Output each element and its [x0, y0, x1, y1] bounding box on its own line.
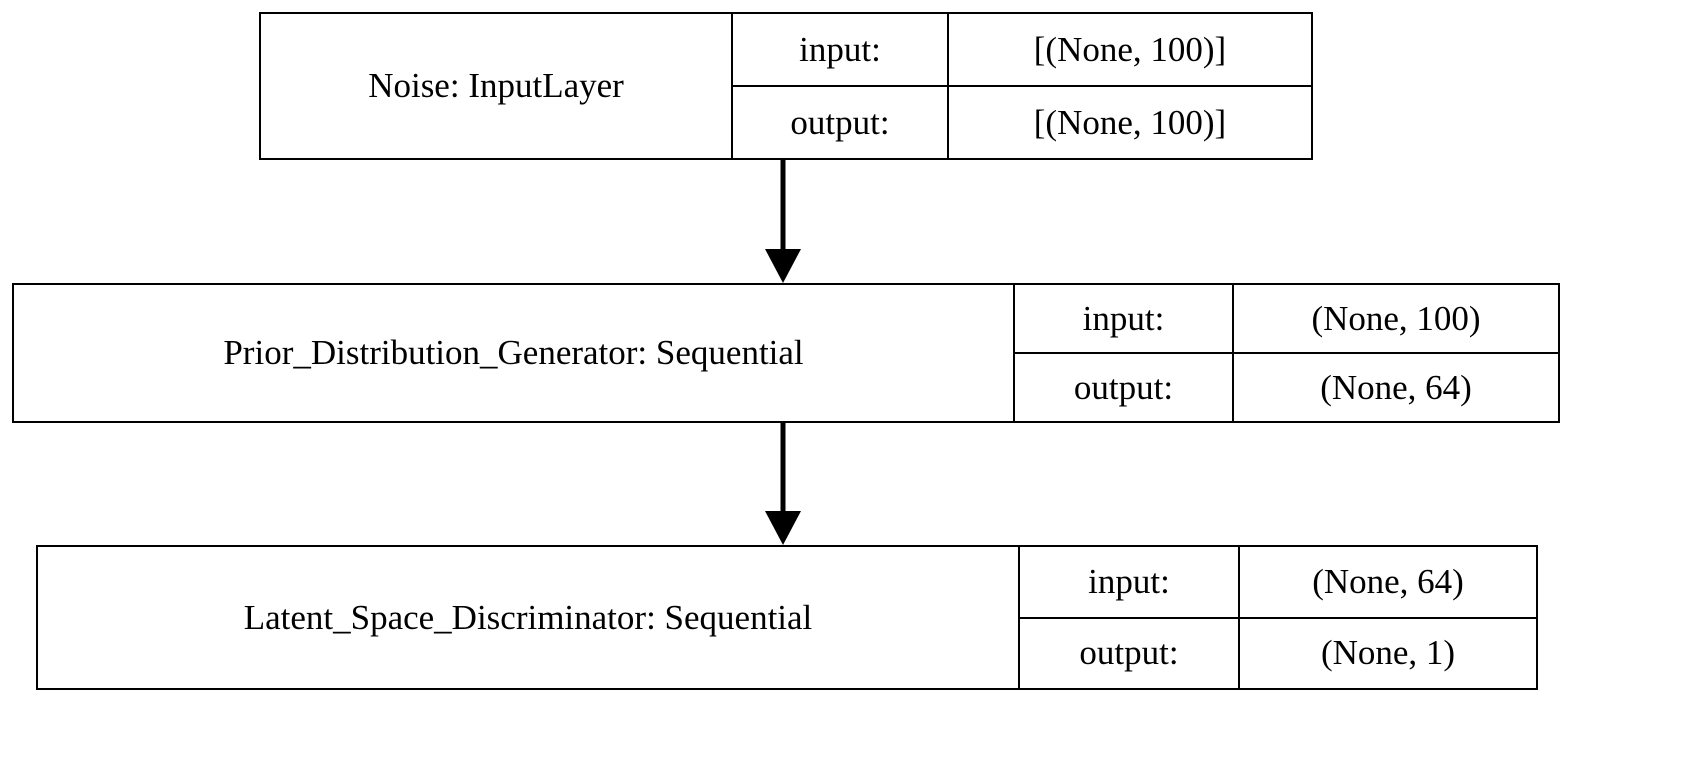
- node-latent-space-discriminator-output-row: output: (None, 1): [1020, 618, 1536, 688]
- edge-noise-to-generator: [765, 160, 801, 283]
- node-noise-output-row: output: [(None, 100)]: [733, 87, 1311, 158]
- node-prior-distribution-generator-label: Prior_Distribution_Generator: Sequential: [223, 333, 804, 372]
- node-prior-distribution-generator[interactable]: Prior_Distribution_Generator: Sequential…: [12, 283, 1560, 423]
- edge-generator-to-discriminator: [765, 423, 801, 545]
- node-prior-distribution-generator-input-shape: (None, 100): [1311, 298, 1481, 338]
- node-noise-io-table: input: [(None, 100)] output: [(None, 100…: [731, 14, 1311, 158]
- node-latent-space-discriminator-label: Latent_Space_Discriminator: Sequential: [243, 597, 813, 637]
- node-noise[interactable]: Noise: InputLayer input: [(None, 100)] o…: [259, 12, 1313, 160]
- node-noise-input-row: input: [(None, 100)]: [733, 14, 1311, 87]
- node-latent-space-discriminator-io-table: input: (None, 64) output: (None, 1): [1018, 547, 1536, 688]
- node-prior-distribution-generator-output-row: output: (None, 64): [1015, 354, 1558, 421]
- node-prior-distribution-generator-input-row: input: (None, 100): [1015, 285, 1558, 354]
- node-prior-distribution-generator-io-table: input: (None, 100) output: (None, 64): [1013, 285, 1558, 421]
- node-prior-distribution-generator-output-label: output:: [1015, 354, 1234, 421]
- node-latent-space-discriminator[interactable]: Latent_Space_Discriminator: Sequential i…: [36, 545, 1538, 690]
- node-prior-distribution-generator-output-shape: (None, 64): [1320, 367, 1472, 407]
- node-noise-output-shape: [(None, 100)]: [1033, 102, 1227, 142]
- node-latent-space-discriminator-input-row: input: (None, 64): [1020, 547, 1536, 619]
- node-prior-distribution-generator-input-label: input:: [1015, 285, 1234, 352]
- node-noise-input-shape: [(None, 100)]: [1033, 29, 1227, 69]
- node-noise-input-label: input:: [733, 14, 949, 85]
- node-latent-space-discriminator-input-label: input:: [1020, 547, 1240, 617]
- node-latent-space-discriminator-output-shape: (None, 1): [1320, 633, 1456, 673]
- node-latent-space-discriminator-input-shape: (None, 64): [1312, 561, 1464, 601]
- node-noise-output-label: output:: [733, 87, 949, 158]
- node-noise-label: Noise: InputLayer: [368, 66, 624, 105]
- node-latent-space-discriminator-output-label: output:: [1020, 618, 1240, 688]
